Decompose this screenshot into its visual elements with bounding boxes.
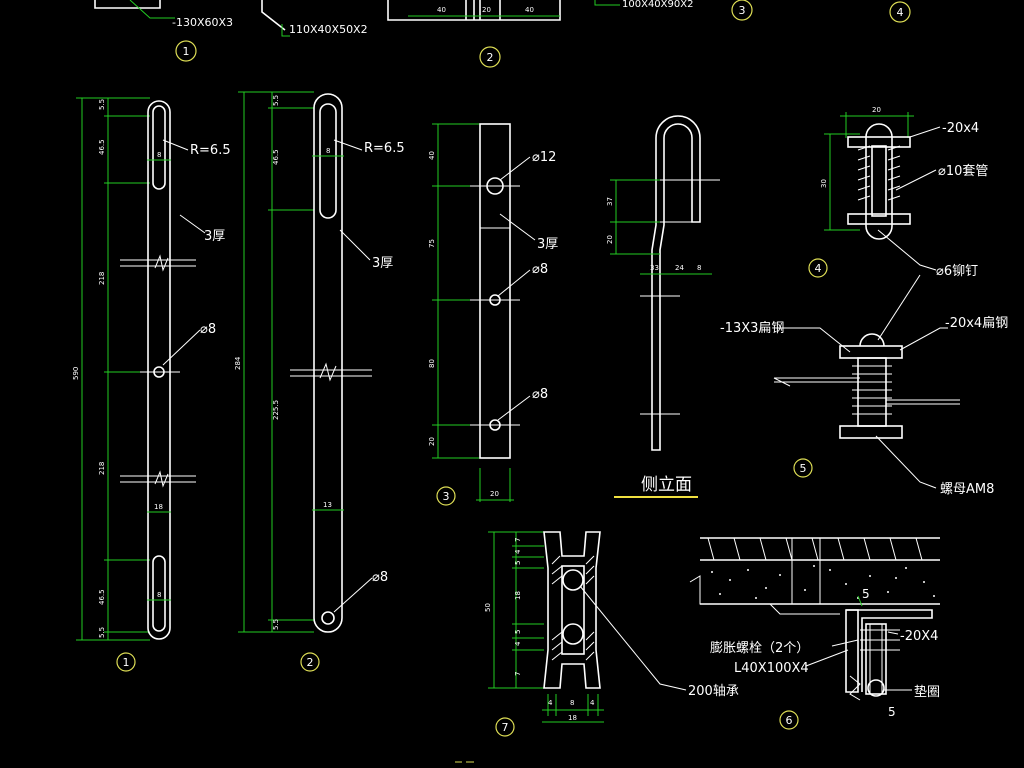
d7-bottom-8: 8 <box>570 699 574 707</box>
d2-dim-1: 5.5 <box>272 95 280 106</box>
side-view: 37 20 33 24 8 侧立面 <box>606 115 720 498</box>
label-130x60x3: -130X60X3 <box>172 16 233 29</box>
d6-mark-top: 5 <box>862 587 870 601</box>
side-dim-20: 20 <box>606 235 614 244</box>
d7-dim-6: 4 <box>514 641 522 646</box>
d1-thick-label: 3厚 <box>204 229 225 244</box>
d4-left-dim: 30 <box>820 179 828 188</box>
dim-top-20: 20 <box>482 6 491 14</box>
d1-radius-label: R=6.5 <box>190 143 231 158</box>
d6-angle-label: L40X100X4 <box>734 661 809 676</box>
d1-width-18: 18 <box>154 503 163 511</box>
d3-width: 20 <box>490 490 499 498</box>
d1-dim-6: 5.5 <box>98 627 106 638</box>
d5-flat-left-label: -13X3扁钢 <box>720 321 784 336</box>
label-100x40x90x2: 100X40X90X2 <box>622 0 693 10</box>
d1-dim-5: 46.5 <box>98 589 106 605</box>
d2-dim-4: 5.5 <box>272 619 280 630</box>
d5-nut-label: 螺母AM8 <box>940 482 994 497</box>
d2-dim-3: 225.5 <box>272 400 280 420</box>
bubble-top-4 <box>889 1 911 23</box>
d3-dim-4: 20 <box>428 437 436 446</box>
d1-bubble: 1 <box>123 656 130 669</box>
side-dim-8: 8 <box>697 264 701 272</box>
d6-flat-label: -20X4 <box>900 629 938 644</box>
d7-dim-1: 7 <box>514 538 522 542</box>
dim-top-40a: 40 <box>437 6 446 14</box>
d6-bolt-label: 膨胀螺栓（2个） <box>710 641 809 656</box>
label-110x40x50x2: 110X40X50X2 <box>289 23 368 36</box>
bubble-top-4-label: 4 <box>897 6 904 19</box>
d7-dim-7: 7 <box>514 672 522 676</box>
d5-rivet-label: ⌀6铆钉 <box>936 264 978 279</box>
d2-radius-label: R=6.5 <box>364 141 405 156</box>
d6-bubble: 6 <box>786 714 793 727</box>
d2-bubble: 2 <box>307 656 314 669</box>
d2-width-8: 8 <box>326 147 330 155</box>
side-dim-37: 37 <box>606 197 614 206</box>
d3-dim-1: 40 <box>428 151 436 160</box>
d3-hole3-label: ⌀8 <box>532 387 548 402</box>
d1-width-8b: 8 <box>157 591 161 599</box>
d4-top-dim: 20 <box>872 106 881 114</box>
d1-width-8a: 8 <box>157 151 161 159</box>
d4-label-sleeve: ⌀10套管 <box>938 163 988 179</box>
d7-dim-2: 4 <box>514 549 522 554</box>
detail-3: 40 75 80 20 ⌀12 3厚 ⌀8 ⌀8 20 3 <box>428 123 558 506</box>
detail-7: 7 4 5 18 5 4 7 50 200轴承 4 8 4 18 7 <box>484 531 739 737</box>
detail-6: 5 5 膨胀螺栓（2个） L40X100X4 -20X4 垫圈 6 <box>689 537 940 730</box>
d1-dim-1: 5.5 <box>98 99 106 110</box>
d3-dim-2: 75 <box>428 239 436 248</box>
d2-dim-total: 284 <box>234 356 242 370</box>
d7-bottom-4a: 4 <box>548 699 553 707</box>
d4-bubble: 4 <box>815 262 822 275</box>
d5-bubble: 5 <box>800 462 807 475</box>
concrete-hatch <box>711 565 935 599</box>
d7-bottom-total: 18 <box>568 714 577 722</box>
d1-dim-4: 218 <box>98 462 106 475</box>
d7-bubble: 7 <box>502 721 509 734</box>
bubble-top-3 <box>731 0 753 21</box>
d7-dim-5: 5 <box>514 630 522 634</box>
d3-hole1-label: ⌀12 <box>532 150 556 165</box>
d1-hole-label: ⌀8 <box>200 322 216 337</box>
d3-bubble: 3 <box>443 490 450 503</box>
d7-dim-4: 18 <box>514 591 522 600</box>
d2-width-13: 13 <box>323 501 332 509</box>
d3-thick-label: 3厚 <box>537 237 558 252</box>
d3-dim-3: 80 <box>428 359 436 368</box>
bubble-top-3-label: 3 <box>739 4 746 17</box>
d2-thick-label: 3厚 <box>372 256 393 271</box>
d3-hole2-label: ⌀8 <box>532 262 548 277</box>
detail-1: 5.5 46.5 218 218 46.5 5.5 590 8 18 8 R=6… <box>72 97 231 672</box>
bubble-top-1 <box>175 40 197 62</box>
detail-2: 5.5 46.5 225.5 5.5 284 8 13 R=6.5 3厚 ⌀8 … <box>234 91 405 672</box>
bubble-top-2-label: 2 <box>487 51 494 64</box>
d7-dim-total: 50 <box>484 603 492 612</box>
side-dim-33: 33 <box>650 264 659 272</box>
d5-flat-right-label: -20x4扁钢 <box>945 316 1008 331</box>
detail-4: 20 30 -20x4 ⌀10套管 4 <box>808 106 988 278</box>
d7-bearing-label: 200轴承 <box>688 684 739 699</box>
d7-dim-3: 5 <box>514 561 522 565</box>
d1-dim-2: 46.5 <box>98 139 106 155</box>
dim-top-40b: 40 <box>525 6 534 14</box>
bubble-top-1-label: 1 <box>183 45 190 58</box>
side-dim-24: 24 <box>675 264 684 272</box>
d6-mark-bottom: 5 <box>888 705 896 719</box>
d2-hole-label: ⌀8 <box>372 570 388 585</box>
top-strip: -130X60X3 110X40X50X2 40 20 40 100X40X90… <box>94 0 911 68</box>
d1-dim-3: 218 <box>98 272 106 285</box>
d4-label-flat: -20x4 <box>942 121 979 136</box>
detail-5: ⌀6铆钉 -13X3扁钢 -20x4扁钢 螺母AM8 5 <box>720 229 1008 497</box>
d7-bottom-4b: 4 <box>590 699 595 707</box>
d6-washer-label: 垫圈 <box>914 684 940 700</box>
d2-dim-2: 46.5 <box>272 149 280 165</box>
bubble-top-2 <box>479 46 501 68</box>
side-view-title: 侧立面 <box>641 475 692 495</box>
d1-dim-total: 590 <box>72 367 80 380</box>
